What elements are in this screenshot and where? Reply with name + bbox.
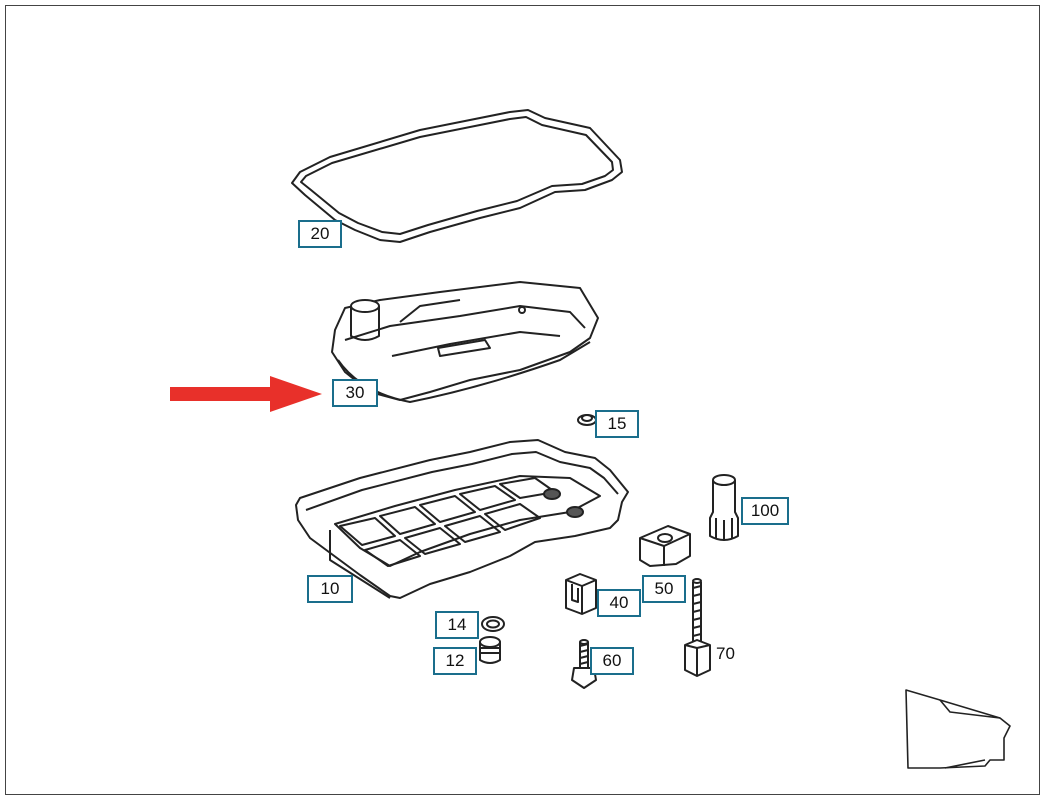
callout-50[interactable]: 50 <box>642 575 686 603</box>
sealing-ring-part <box>481 616 505 632</box>
callout-12[interactable]: 12 <box>433 647 477 675</box>
overview-thumbnail <box>905 689 1011 769</box>
stud-bolt-part <box>684 578 711 677</box>
callout-14[interactable]: 14 <box>435 611 479 639</box>
filter-part <box>331 281 599 403</box>
red-arrow-icon <box>170 376 322 412</box>
sleeve-part <box>709 474 739 541</box>
bracket-part <box>639 525 691 567</box>
callout-60[interactable]: 60 <box>590 647 634 675</box>
small-washer-part <box>577 414 597 426</box>
callout-10[interactable]: 10 <box>307 575 353 603</box>
drain-plug-part <box>479 636 501 664</box>
callout-40[interactable]: 40 <box>597 589 641 617</box>
gasket-part <box>291 109 623 243</box>
callout-15[interactable]: 15 <box>595 410 639 438</box>
callout-30[interactable]: 30 <box>332 379 378 407</box>
callout-100[interactable]: 100 <box>741 497 789 525</box>
callout-70[interactable]: 70 <box>716 644 735 663</box>
clip-part <box>565 573 597 615</box>
oil-pan-part <box>295 439 629 599</box>
callout-20[interactable]: 20 <box>298 220 342 248</box>
